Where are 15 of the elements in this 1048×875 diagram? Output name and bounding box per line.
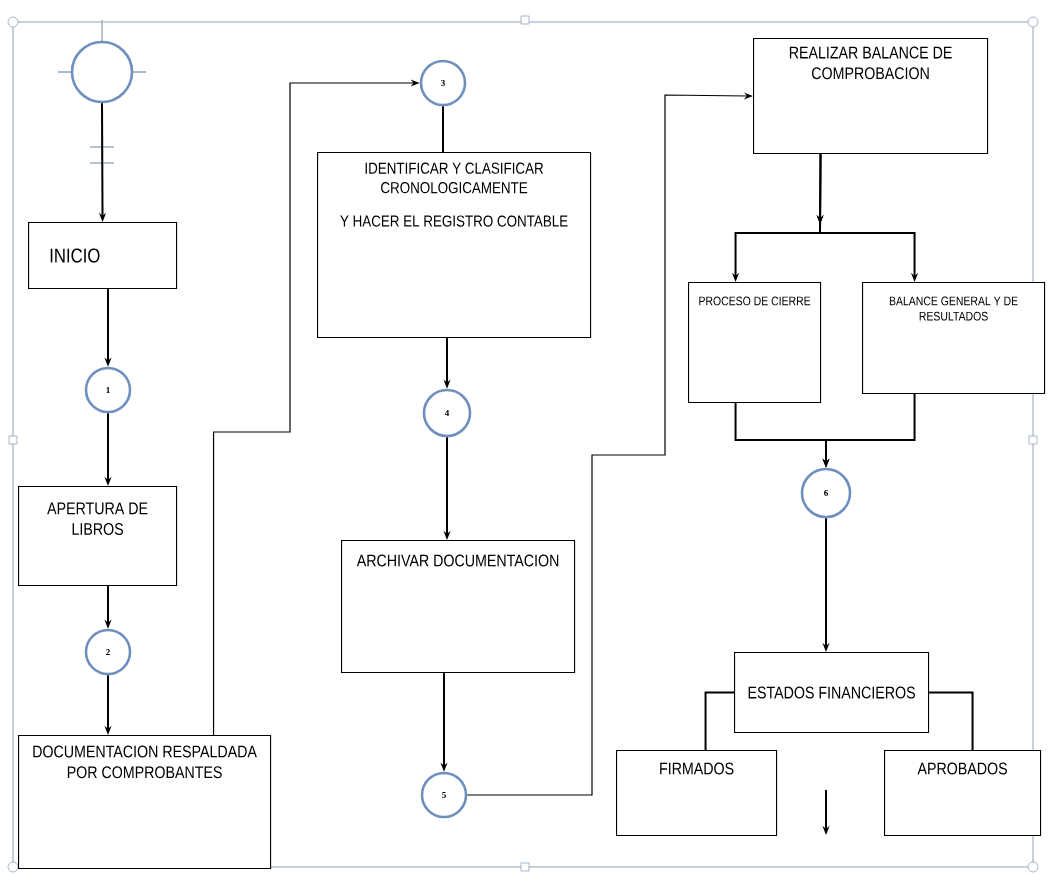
connector-line	[928, 691, 974, 751]
process-box: FIRMADOS	[616, 750, 778, 837]
connector-line	[442, 105, 444, 153]
start-circle	[70, 40, 134, 104]
process-box: ARCHIVAR DOCUMENTACION	[341, 540, 576, 674]
process-box: INICIO	[28, 222, 178, 290]
process-box: BALANCE GENERAL Y DE RESULTADOS	[862, 282, 1046, 395]
process-box: APROBADOS	[884, 750, 1042, 837]
process-box: DOCUMENTACION RESPALDADA POR COMPROBANTES	[18, 735, 272, 870]
connector-line	[704, 691, 735, 751]
process-box: IDENTIFICAR Y CLASIFICAR CRONOLOGICAMENTE Y HACER EL REGISTRO CONTABLE	[317, 152, 592, 339]
process-box: ESTADOS FINANCIEROS	[734, 652, 930, 734]
process-box: PROCESO DE CIERRE	[688, 282, 822, 404]
process-box: REALIZAR BALANCE DE COMPROBACION	[753, 38, 989, 155]
process-box: APERTURA DE LIBROS	[18, 486, 178, 587]
